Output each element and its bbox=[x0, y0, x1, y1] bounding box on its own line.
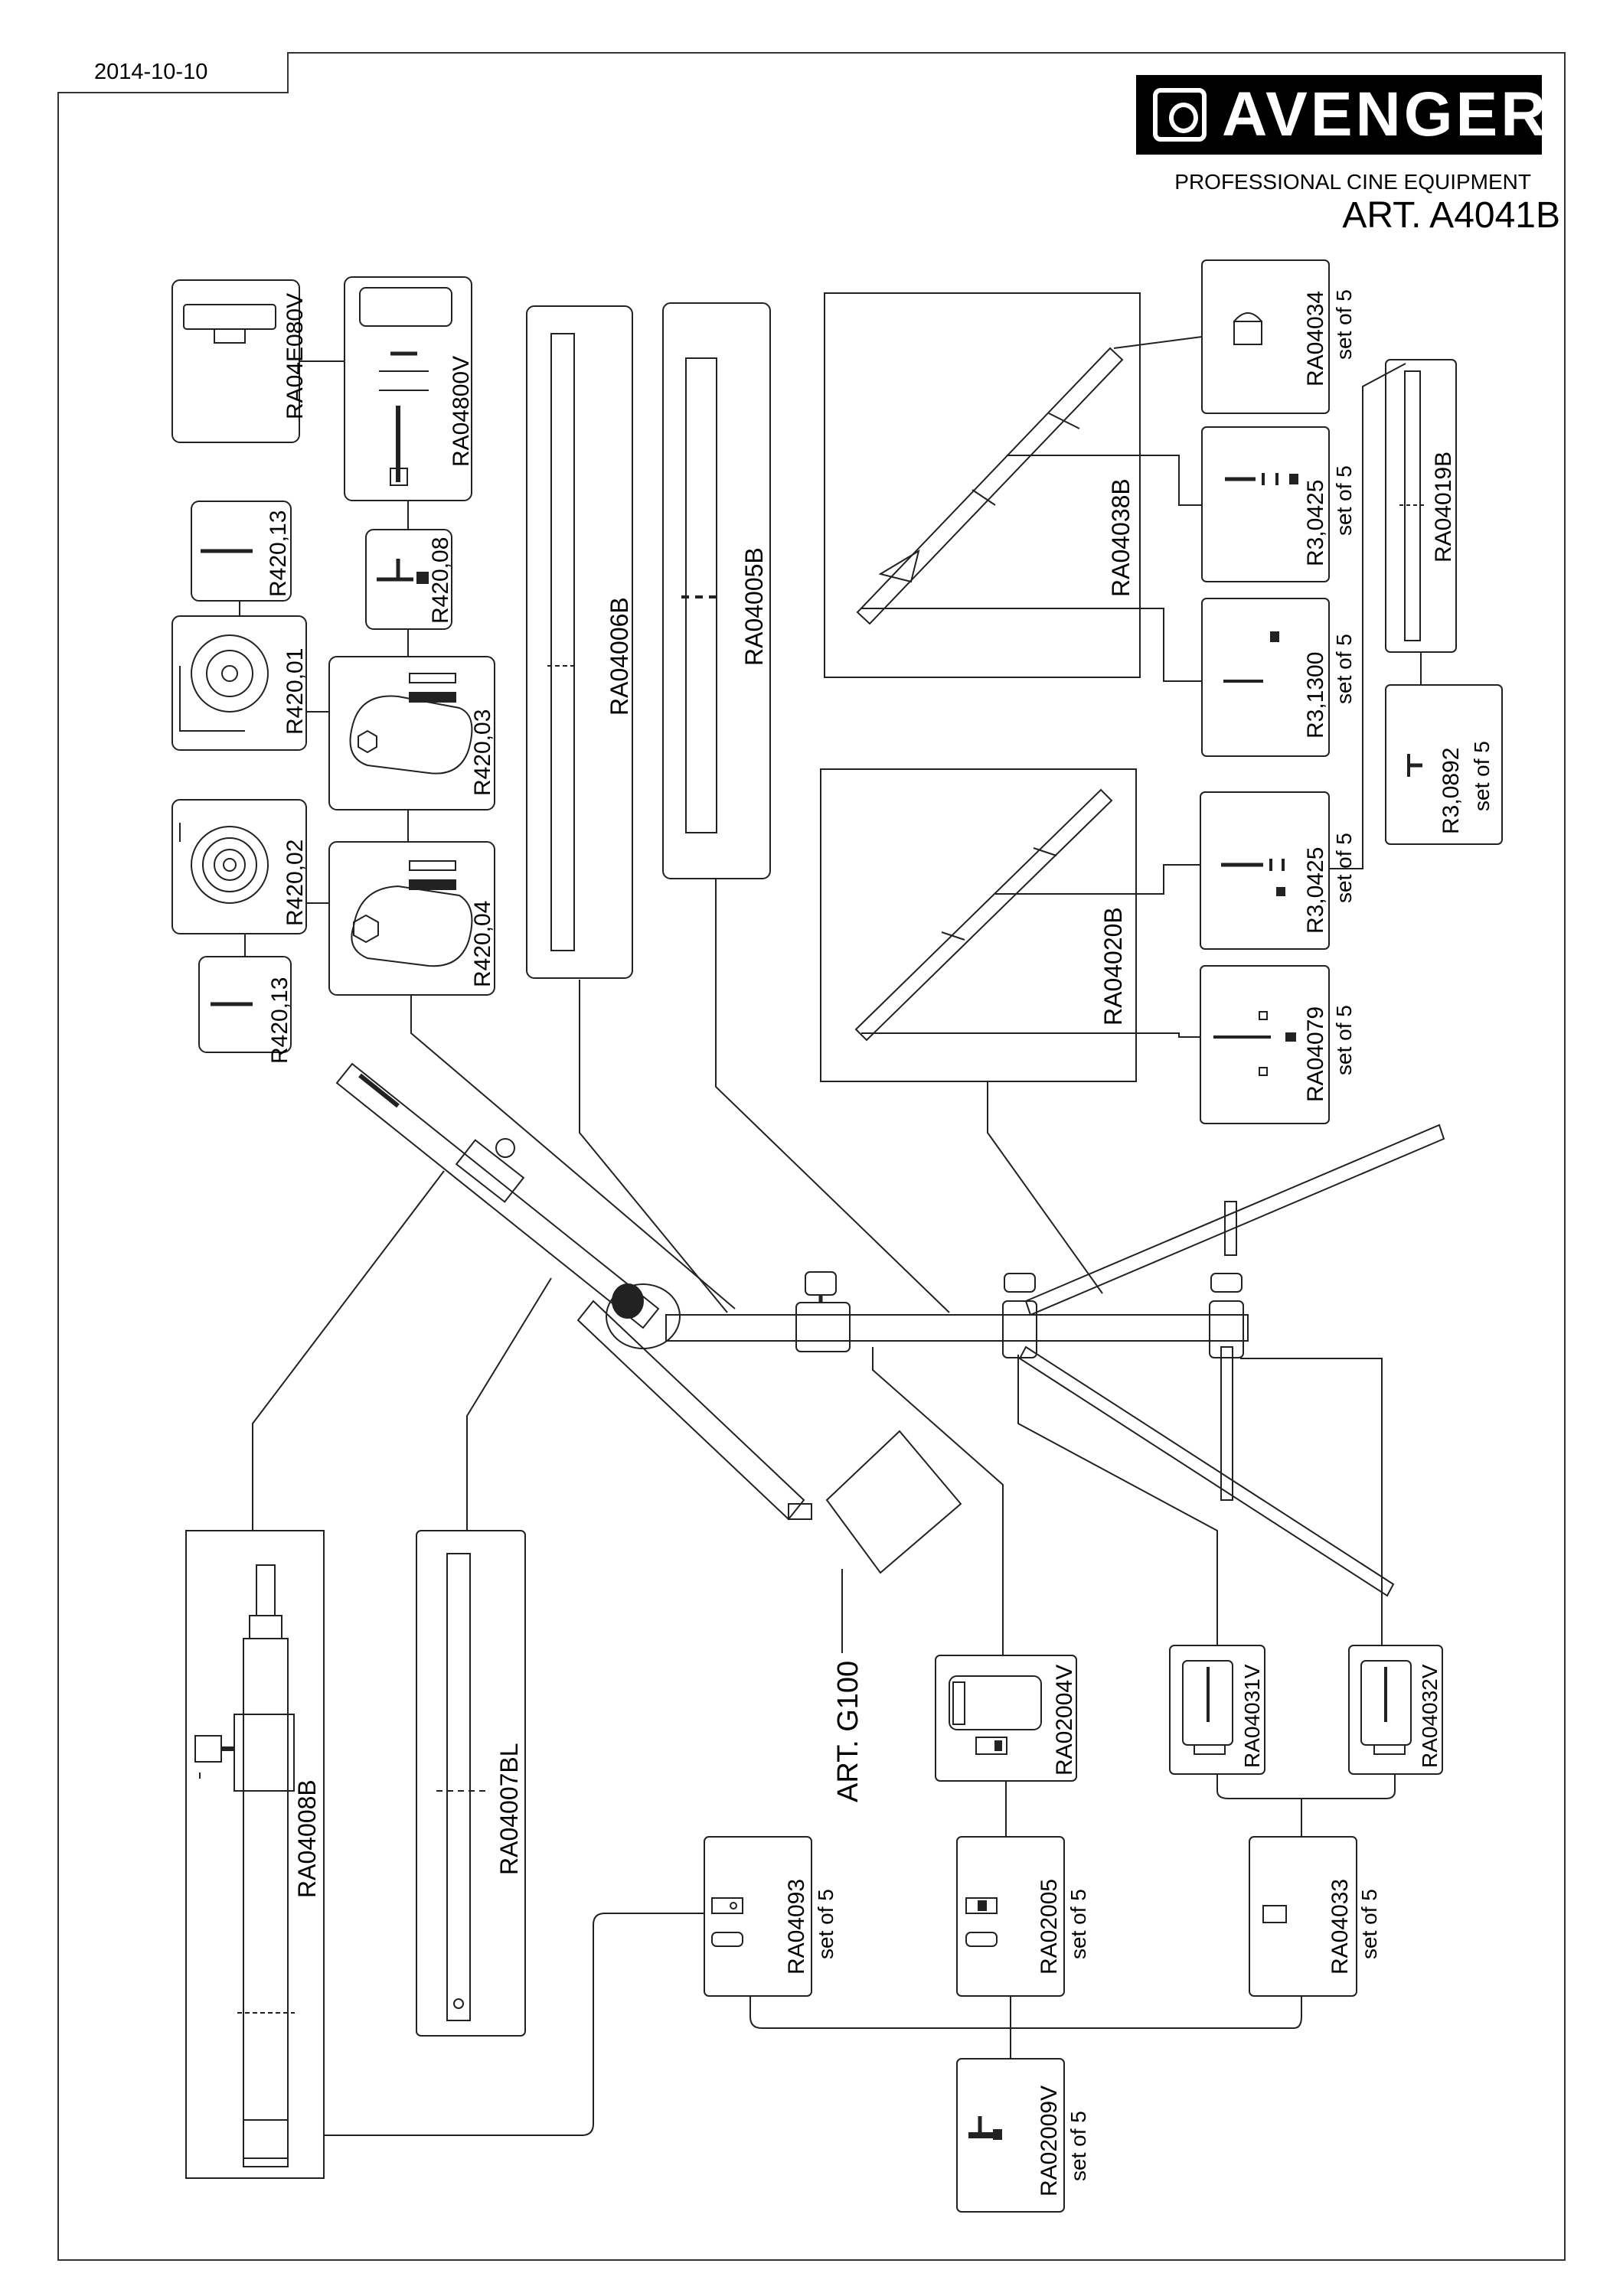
part-box-RA02005: RA02005 set of 5 bbox=[956, 1836, 1090, 1997]
part-box-RA04031V: RA04031V bbox=[1169, 1645, 1265, 1775]
part-box-R420-08: R420,08 bbox=[365, 529, 453, 630]
part-box-RA04019B: RA04019B bbox=[1385, 359, 1457, 653]
part-box-R3-1300: R3,1300 set of 5 bbox=[1201, 598, 1356, 757]
part-box-RA04800V: RA04800V bbox=[344, 276, 474, 501]
part-label-RA04079: RA04079 bbox=[1303, 1006, 1328, 1102]
part-note-R3-1300: set of 5 bbox=[1332, 634, 1356, 704]
part-box-R420-01: R420,01 bbox=[171, 615, 308, 751]
brand-logo: AVENGER bbox=[1136, 75, 1546, 155]
part-box-RA04033: RA04033 set of 5 bbox=[1249, 1836, 1381, 1997]
part-note-RA04093: set of 5 bbox=[814, 1889, 838, 1959]
part-label-R3-0425-top: R3,0425 bbox=[1303, 480, 1328, 566]
boom-assembly bbox=[335, 1062, 1445, 1597]
part-label-R3-0892: R3,0892 bbox=[1438, 748, 1464, 834]
part-note-RA04079: set of 5 bbox=[1332, 1005, 1356, 1075]
part-label-RA04019B: RA04019B bbox=[1431, 452, 1456, 563]
part-label-R420-02: R420,02 bbox=[282, 840, 308, 926]
part-box-R420-13-bottom: R420,13 bbox=[198, 956, 292, 1064]
part-note-RA04034: set of 5 bbox=[1332, 289, 1356, 360]
date-box: 2014-10-10 bbox=[57, 52, 289, 93]
part-label-RA04031V: RA04031V bbox=[1240, 1664, 1264, 1768]
part-note-R3-0425-mid: set of 5 bbox=[1332, 833, 1356, 903]
part-label-RA04034: RA04034 bbox=[1303, 291, 1328, 386]
part-label-RA04006B: RA04006B bbox=[606, 597, 633, 716]
part-note-R3-0425-top: set of 5 bbox=[1332, 465, 1356, 536]
part-label-R420-01: R420,01 bbox=[282, 648, 308, 735]
part-box-R420-04: R420,04 bbox=[328, 841, 495, 996]
part-box-RA04008B: RA04008B bbox=[185, 1530, 325, 2179]
part-box-RA04006B: RA04006B bbox=[526, 305, 633, 979]
part-note-RA02005: set of 5 bbox=[1066, 1889, 1090, 1959]
part-box-RA04E080V: RA04E080V bbox=[171, 279, 308, 443]
part-box-RA04020B: RA04020B bbox=[820, 768, 1137, 1082]
part-note-RA02009V: set of 5 bbox=[1066, 2111, 1090, 2181]
article-number: ART. A4041B bbox=[1342, 195, 1560, 236]
part-box-RA04079: RA04079 set of 5 bbox=[1200, 965, 1356, 1124]
drawing-date: 2014-10-10 bbox=[94, 60, 208, 84]
part-label-R3-1300: R3,1300 bbox=[1303, 652, 1328, 739]
brand-tagline: PROFESSIONAL CINE EQUIPMENT bbox=[1174, 170, 1531, 194]
part-note-RA04033: set of 5 bbox=[1357, 1889, 1381, 1959]
part-note-R3-0892: set of 5 bbox=[1470, 741, 1494, 811]
part-label-RA04038B: RA04038B bbox=[1107, 478, 1135, 597]
part-label-RA04020B: RA04020B bbox=[1099, 907, 1127, 1026]
part-box-RA04005B: RA04005B bbox=[662, 302, 771, 879]
part-box-R3-0892: R3,0892 set of 5 bbox=[1385, 684, 1503, 845]
part-label-RA04093: RA04093 bbox=[784, 1879, 809, 1975]
part-label-R420-13-top: R420,13 bbox=[266, 510, 291, 597]
part-box-R3-0425-top: R3,0425 set of 5 bbox=[1201, 426, 1356, 582]
part-box-RA02009V: RA02009V set of 5 bbox=[956, 2058, 1090, 2213]
part-label-R420-03: R420,03 bbox=[470, 709, 495, 796]
part-label-RA02004V: RA02004V bbox=[1052, 1665, 1077, 1776]
part-label-RA04E080V: RA04E080V bbox=[282, 293, 308, 419]
part-label-R3-0425-mid: R3,0425 bbox=[1303, 847, 1328, 934]
part-label-RA04008B: RA04008B bbox=[293, 1779, 321, 1898]
part-box-RA04034: RA04034 set of 5 bbox=[1201, 259, 1356, 414]
part-box-RA04093: RA04093 set of 5 bbox=[704, 1836, 838, 1997]
part-label-RA04033: RA04033 bbox=[1327, 1879, 1353, 1975]
part-box-R420-02: R420,02 bbox=[171, 799, 308, 934]
part-box-R420-13-top: R420,13 bbox=[191, 501, 292, 602]
part-box-RA02004V: RA02004V bbox=[935, 1655, 1077, 1782]
part-label-RA04032V: RA04032V bbox=[1418, 1664, 1442, 1768]
avenger-logo-icon bbox=[1153, 88, 1207, 142]
part-label-R420-04: R420,04 bbox=[470, 901, 495, 987]
part-box-R420-03: R420,03 bbox=[328, 656, 495, 810]
part-label-R420-08: R420,08 bbox=[428, 537, 453, 624]
drawing-frame bbox=[57, 52, 1566, 2261]
brand-name: AVENGER bbox=[1222, 80, 1550, 149]
part-label-RA02009V: RA02009V bbox=[1037, 2086, 1062, 2197]
part-label-RA04005B: RA04005B bbox=[740, 547, 768, 666]
part-label-RA02005: RA02005 bbox=[1037, 1879, 1062, 1975]
part-box-RA04032V: RA04032V bbox=[1348, 1645, 1443, 1775]
part-label-R420-13-bottom: R420,13 bbox=[267, 977, 292, 1064]
part-label-G100: ART. G100 bbox=[832, 1661, 864, 1802]
part-label-RA04800V: RA04800V bbox=[449, 356, 474, 467]
part-box-RA04007BL: RA04007BL bbox=[416, 1530, 526, 2037]
part-box-R3-0425-mid: R3,0425 set of 5 bbox=[1200, 791, 1356, 950]
part-box-RA04038B: RA04038B bbox=[824, 292, 1141, 678]
part-label-RA04007BL: RA04007BL bbox=[495, 1743, 523, 1875]
